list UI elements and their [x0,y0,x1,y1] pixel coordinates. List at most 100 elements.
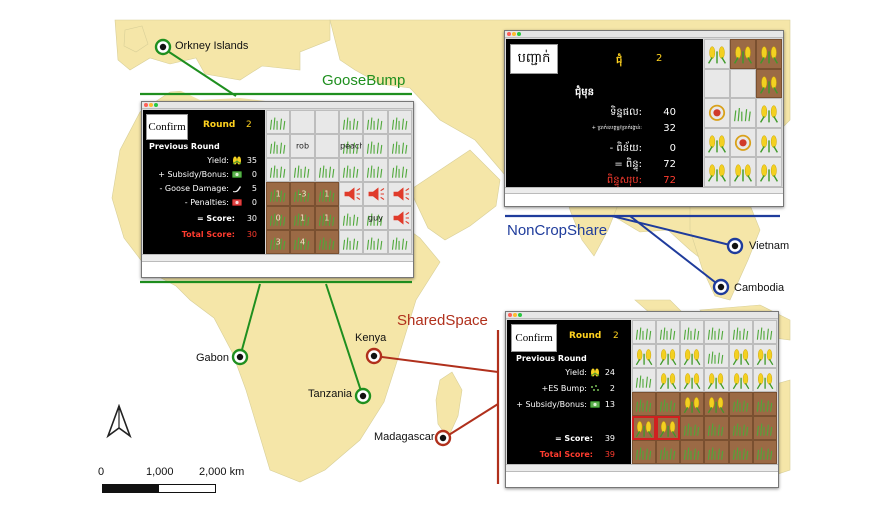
field-cell[interactable] [704,157,730,187]
field-cell[interactable] [339,182,364,206]
close-dot-icon[interactable] [507,32,511,36]
field-cell[interactable] [680,368,705,392]
field-cell[interactable] [680,320,705,344]
field-cell[interactable] [704,68,730,99]
field-cell[interactable] [728,344,753,368]
field-cell[interactable] [387,158,412,182]
field-cell[interactable] [363,110,388,134]
field-cell[interactable] [728,416,753,440]
field-cell[interactable]: 4 [290,230,315,254]
field-cell[interactable] [339,158,364,182]
field-cell[interactable] [704,416,729,440]
field-cell[interactable] [752,344,777,368]
field-cell[interactable] [339,230,364,254]
field-cell[interactable] [728,320,753,344]
field-cell[interactable] [756,157,782,187]
field-cell[interactable] [756,68,782,99]
field-cell[interactable] [704,392,729,416]
field-cell[interactable] [266,158,291,182]
chat-input[interactable] [142,261,413,277]
field-cell[interactable] [752,320,777,344]
field-cell[interactable] [704,368,729,392]
chat-input[interactable] [506,471,778,487]
field-cell[interactable] [363,230,388,254]
field-cell[interactable] [314,110,339,134]
field-cell[interactable] [656,440,681,464]
field-cell[interactable] [632,320,657,344]
field-cell[interactable] [752,416,777,440]
field-cell[interactable] [728,392,753,416]
field-cell[interactable] [632,392,657,416]
field-cell[interactable] [656,392,681,416]
field-cell[interactable] [387,110,412,134]
field-cell[interactable] [730,39,756,69]
field-cell[interactable] [680,440,705,464]
field-cell[interactable] [632,440,657,464]
field-cell[interactable] [728,440,753,464]
zoom-dot-icon[interactable] [518,313,522,317]
field-cell[interactable] [756,127,782,158]
field-cell[interactable] [632,368,657,392]
field-cell[interactable] [728,368,753,392]
field-cell[interactable] [387,182,412,206]
field-cell[interactable]: 1 [314,206,339,230]
minimize-dot-icon[interactable] [513,313,517,317]
field-cell[interactable] [387,206,412,230]
confirm-button[interactable]: Confirm [511,324,557,352]
field-cell[interactable] [656,320,681,344]
field-cell[interactable]: -3 [290,182,315,206]
field-cell[interactable] [704,344,729,368]
field-cell[interactable] [314,134,339,158]
field-cell[interactable] [314,230,339,254]
field-cell[interactable] [704,39,730,69]
field-cell[interactable] [363,134,388,158]
field-cell[interactable] [704,127,730,158]
field-cell[interactable] [752,392,777,416]
field-cell[interactable]: 3 [266,230,291,254]
field-cell[interactable] [680,344,705,368]
field-cell[interactable] [656,416,681,440]
zoom-dot-icon[interactable] [517,32,521,36]
close-dot-icon[interactable] [508,313,512,317]
field-cell[interactable]: guy [363,206,388,230]
field-cell[interactable] [363,158,388,182]
field-cell[interactable]: 1 [314,182,339,206]
field-cell[interactable] [656,344,681,368]
field-cell[interactable] [752,368,777,392]
confirm-button[interactable]: Confirm [146,114,188,140]
field-cell[interactable] [339,206,364,230]
field-cell[interactable] [314,158,339,182]
field-cell[interactable] [290,158,315,182]
field-cell[interactable]: peaches [339,134,364,158]
confirm-button[interactable]: បញ្ជាក់ [510,44,558,74]
field-cell[interactable]: rob [290,134,315,158]
field-cell[interactable] [632,344,657,368]
field-cell[interactable] [756,39,782,69]
field-cell[interactable] [704,440,729,464]
field-cell[interactable] [730,157,756,187]
field-cell[interactable] [730,127,756,158]
field-cell[interactable] [290,110,315,134]
field-cell[interactable] [730,68,756,99]
field-cell[interactable] [387,134,412,158]
field-cell[interactable] [387,230,412,254]
field-cell[interactable] [266,110,291,134]
minimize-dot-icon[interactable] [512,32,516,36]
field-cell[interactable] [656,368,681,392]
field-cell[interactable] [730,98,756,128]
field-cell[interactable] [704,98,730,128]
field-cell[interactable] [680,416,705,440]
chat-input[interactable] [505,193,783,206]
field-cell[interactable] [756,98,782,128]
field-cell[interactable]: 0 [266,206,291,230]
field-cell[interactable]: 1 [290,206,315,230]
field-cell[interactable] [680,392,705,416]
field-cell[interactable] [266,134,291,158]
field-cell[interactable] [363,182,388,206]
field-cell[interactable] [752,440,777,464]
field-cell[interactable] [704,320,729,344]
minimize-dot-icon[interactable] [149,103,153,107]
zoom-dot-icon[interactable] [154,103,158,107]
field-cell[interactable] [339,110,364,134]
field-cell[interactable] [632,416,657,440]
